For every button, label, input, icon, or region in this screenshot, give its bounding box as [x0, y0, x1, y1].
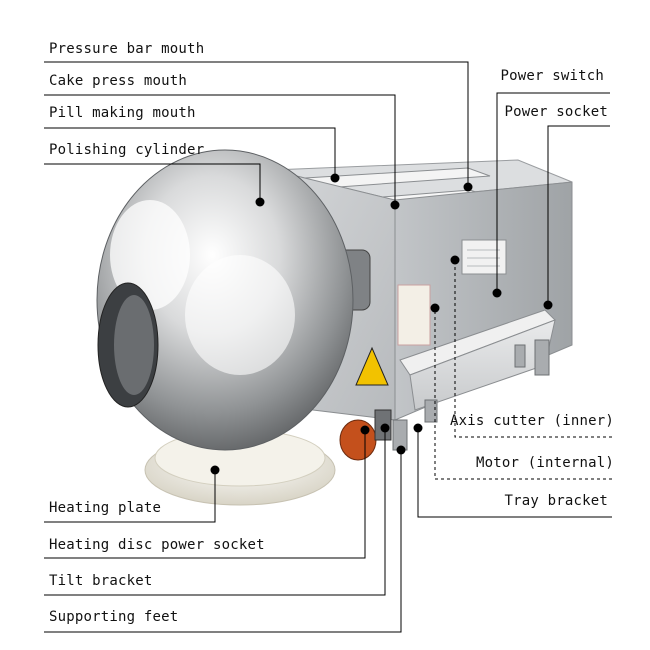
dot-pressure-bar-mouth	[463, 182, 473, 192]
label-heating-plate: Heating plate	[49, 500, 162, 516]
leg-front	[424, 399, 438, 423]
label-supporting-feet: Supporting feet	[49, 609, 179, 625]
dot-tray-bracket	[413, 423, 423, 433]
ball-highlight-2	[185, 255, 295, 375]
leader-supporting-feet	[44, 450, 402, 633]
dot-power-switch	[492, 288, 502, 298]
label-power-socket: Power socket	[504, 104, 608, 120]
leader-cake-press-mouth	[44, 94, 396, 205]
marker-dots	[210, 173, 553, 475]
heating-socket-knob	[339, 419, 377, 461]
label-polishing-cylinder: Polishing cylinder	[49, 142, 205, 158]
dot-axis-cutter	[450, 255, 460, 265]
leg-right	[534, 339, 550, 376]
dot-motor	[430, 303, 440, 313]
label-pill-making-mouth: Pill making mouth	[49, 105, 196, 121]
machine-illustration	[96, 149, 573, 506]
leader-power-socket	[547, 125, 610, 305]
dot-power-socket	[543, 300, 553, 310]
leader-lines	[44, 61, 612, 633]
dot-supporting-feet	[396, 445, 406, 455]
leader-tilt-bracket	[44, 428, 386, 596]
dot-heating-disc-socket	[360, 425, 370, 435]
instruction-sticker	[397, 284, 431, 346]
leader-pill-making-mouth	[44, 127, 336, 178]
label-pressure-bar-mouth: Pressure bar mouth	[49, 41, 205, 57]
leg-mid	[514, 344, 526, 368]
leader-pressure-bar-mouth	[44, 61, 469, 187]
dot-tilt-bracket	[380, 423, 390, 433]
leader-axis-cutter	[454, 260, 612, 438]
ball-highlight-1	[110, 200, 190, 310]
label-heating-disc-power-socket: Heating disc power socket	[49, 537, 265, 553]
leader-polishing-cylinder	[44, 163, 261, 202]
leader-heating-plate	[44, 470, 216, 523]
dot-pill-making-mouth	[330, 173, 340, 183]
label-power-switch: Power switch	[500, 68, 604, 84]
leader-tray-bracket	[417, 428, 612, 518]
label-axis-cutter: Axis cutter (inner)	[450, 413, 614, 429]
label-tray-bracket: Tray bracket	[504, 493, 608, 509]
leader-motor	[434, 308, 612, 480]
warning-triangle	[355, 346, 389, 386]
leader-power-switch	[496, 92, 610, 293]
leader-heating-disc-socket	[44, 430, 366, 559]
leg-front-left	[392, 419, 408, 451]
dot-polishing-cylinder	[255, 197, 265, 207]
dot-cake-press-mouth	[390, 200, 400, 210]
label-motor: Motor (internal)	[475, 455, 614, 471]
label-cake-press-mouth: Cake press mouth	[49, 73, 188, 89]
nameplate	[461, 239, 507, 275]
dot-heating-plate	[210, 465, 220, 475]
label-tilt-bracket: Tilt bracket	[49, 573, 153, 589]
